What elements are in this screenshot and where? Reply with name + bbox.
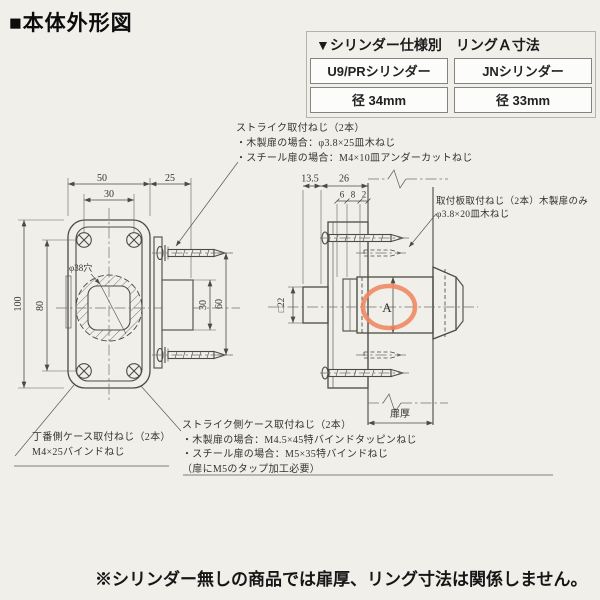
callout-strike-side-screw: ストライク側ケース取付ねじ（2本） ・木製扉の場合：M4.5×45特バインドタッ… <box>182 419 417 477</box>
callout-line: ・木製扉の場合：M4.5×45特バインドタッピンねじ <box>182 434 417 446</box>
callout-line: 丁番側ケース取付ねじ（2本） <box>32 432 171 443</box>
dim-6: 6 <box>340 190 345 200</box>
spec-cell-u9pr-name: U9/PRシリンダー <box>310 58 448 84</box>
callout-line: （扉にM5のタップ加工必要） <box>182 463 321 475</box>
callout-hinge-side-screw: 丁番側ケース取付ねじ（2本） M4×25バインドねじ <box>32 430 171 460</box>
callout-line: M4×25バインドねじ <box>32 447 125 458</box>
dim-square-22: □22 <box>276 298 286 312</box>
callout-line: ・木製扉の場合：φ3.8×25皿木ねじ <box>236 138 396 149</box>
dim-30-depth: 30 <box>198 300 209 310</box>
callout-line: ・スチール扉の場合：M4×10皿アンダーカットねじ <box>236 153 473 164</box>
dim-door-thickness: 扉厚 <box>390 407 410 420</box>
spec-cell-u9pr-value: 径 34mm <box>310 87 448 113</box>
dim-80: 80 <box>35 301 46 311</box>
break-line <box>368 169 448 413</box>
callout-line: ストライク取付ねじ（2本） <box>236 123 365 134</box>
spec-table-grid: U9/PRシリンダー JNシリンダー 径 34mm 径 33mm <box>310 58 592 113</box>
case-screw-icon <box>76 363 92 379</box>
spec-table: ▼シリンダー仕様別 リングＡ寸法 U9/PRシリンダー JNシリンダー 径 34… <box>306 31 596 118</box>
cylinder-head <box>432 266 457 340</box>
callout-strike-screw: ストライク取付ねじ（2本） ・木製扉の場合：φ3.8×25皿木ねじ ・スチール扉… <box>236 121 473 166</box>
spec-table-header: ▼シリンダー仕様別 リングＡ寸法 <box>316 37 540 53</box>
plate-screw-hidden-icon <box>356 351 408 359</box>
side-projection: 30 60 <box>152 236 233 369</box>
dim-100: 100 <box>13 297 24 312</box>
dim-30: 30 <box>104 189 114 200</box>
callout-line: ・スチール扉の場合：M5×35特バインドねじ <box>182 449 389 461</box>
section-view: A □22 13.5 26 6 8 2 <box>268 169 478 426</box>
callout-line: φ3.8×20皿木ねじ <box>436 210 510 220</box>
callout-line: ストライク側ケース取付ねじ（2本） <box>182 420 352 431</box>
front-view: φ38穴 <box>56 208 240 400</box>
callout-line: 取付板取付ねじ（2本）木製扉のみ <box>436 197 589 207</box>
dim-50: 50 <box>97 173 107 184</box>
dim-25: 25 <box>165 173 175 184</box>
callout-plate-screw: 取付板取付ねじ（2本）木製扉のみ φ3.8×20皿木ねじ <box>436 196 588 222</box>
dim-13-5: 13.5 <box>301 174 319 185</box>
spec-cell-jn-value: 径 33mm <box>454 87 592 113</box>
front-view-dimensions: 50 30 25 100 80 <box>13 173 192 389</box>
case-mount-screw-icon <box>320 366 412 380</box>
case-mount-screw-icon <box>320 231 412 245</box>
case-screw-icon <box>126 232 142 248</box>
spec-cell-jn-name: JNシリンダー <box>454 58 592 84</box>
page-title: ■本体外形図 <box>9 12 133 35</box>
hole-label: φ38穴 <box>69 262 92 273</box>
dim-ring-a: A <box>382 300 392 315</box>
dim-2: 2 <box>362 190 367 200</box>
dim-26: 26 <box>339 174 349 185</box>
ring-a-highlight-circle <box>360 283 418 331</box>
dim-8: 8 <box>351 190 356 200</box>
case-screw-icon <box>76 232 92 248</box>
thumbturn-boss <box>302 286 329 324</box>
dim-60: 60 <box>214 299 225 309</box>
footnote: ※シリンダー無しの商品では扉厚、リング寸法は関係しません。 <box>95 570 588 589</box>
plate-screw-hidden-icon <box>356 249 408 257</box>
case-screw-icon <box>126 363 142 379</box>
leader-lines <box>14 161 553 476</box>
